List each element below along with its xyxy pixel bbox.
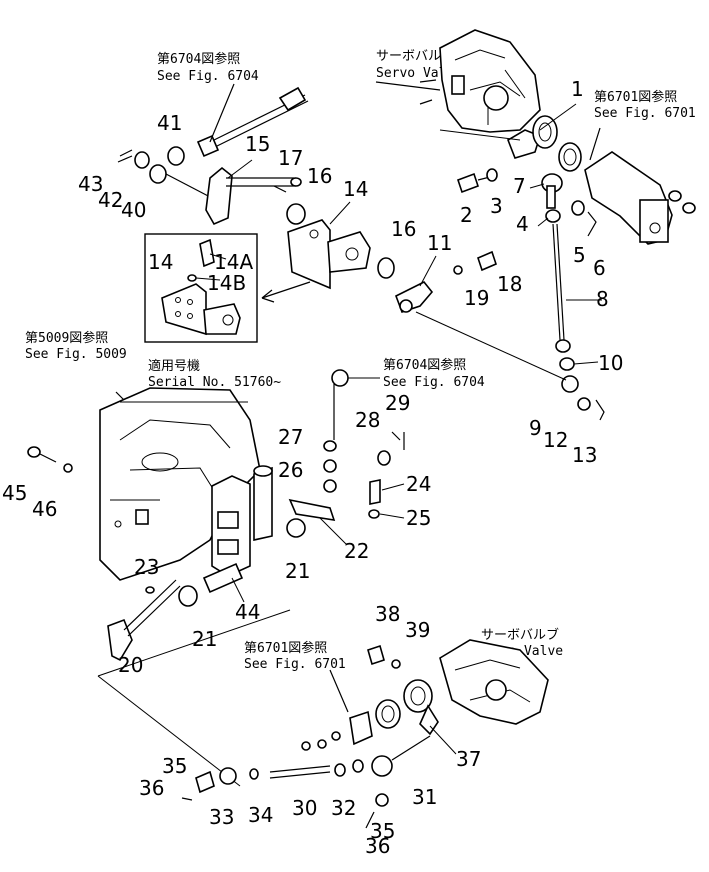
callout-21-right: 21 bbox=[285, 559, 310, 583]
callout-36-left: 36 bbox=[139, 776, 164, 800]
callout-40: 40 bbox=[121, 198, 146, 222]
callout-45: 45 bbox=[2, 481, 27, 505]
callout-6: 6 bbox=[593, 256, 606, 280]
ref-fig6704-top: 第6704図参照 See Fig. 6704 bbox=[157, 51, 259, 84]
callout-27: 27 bbox=[278, 425, 303, 449]
svg-text:第6701図参照: 第6701図参照 bbox=[244, 640, 327, 656]
svg-text:See Fig. 6704: See Fig. 6704 bbox=[383, 375, 485, 390]
svg-text:サーボバルブ: サーボバルブ bbox=[376, 48, 454, 64]
callout-17: 17 bbox=[278, 146, 303, 170]
inset-detail-box bbox=[144, 233, 311, 343]
lever-22-drawing bbox=[286, 369, 405, 538]
ref-serial-no: 適用号機 Serial No. 51760~ bbox=[148, 358, 281, 390]
bracket-right-drawing bbox=[584, 127, 696, 245]
callout-26: 26 bbox=[278, 458, 303, 482]
frame-5009-drawing bbox=[27, 387, 261, 581]
lever-15-drawing bbox=[205, 166, 306, 226]
callout-21-left: 21 bbox=[192, 627, 217, 651]
ref-fig6704-mid: 第6704図参照 See Fig. 6704 bbox=[383, 357, 485, 390]
svg-text:See Fig. 5009: See Fig. 5009 bbox=[25, 347, 127, 362]
callout-14-inset: 14 bbox=[148, 250, 173, 274]
callout-3: 3 bbox=[490, 194, 503, 218]
rod-30-drawing bbox=[181, 735, 431, 829]
callout-12: 12 bbox=[543, 428, 568, 452]
lever-plate-1-drawing bbox=[507, 115, 582, 172]
callout-41: 41 bbox=[157, 111, 182, 135]
leader-lines bbox=[120, 103, 602, 755]
svg-text:See Fig. 6701: See Fig. 6701 bbox=[244, 657, 346, 672]
ref-fig5009: 第5009図参照 See Fig. 5009 bbox=[25, 330, 127, 362]
callout-44: 44 bbox=[235, 600, 260, 624]
callout-18: 18 bbox=[497, 272, 522, 296]
callout-4: 4 bbox=[516, 212, 529, 236]
callout-36-right: 36 bbox=[365, 834, 390, 858]
ref-fig6701-right: 第6701図参照 See Fig. 6701 bbox=[594, 89, 696, 121]
callout-34: 34 bbox=[248, 803, 273, 827]
callout-43: 43 bbox=[78, 172, 103, 196]
callout-35-left: 35 bbox=[162, 754, 187, 778]
flange-37-drawing bbox=[301, 644, 439, 751]
bracket-14-drawing bbox=[287, 219, 371, 290]
servo-valve-bottom-drawing bbox=[439, 639, 549, 725]
callout-16-right: 16 bbox=[391, 217, 416, 241]
callout-9: 9 bbox=[529, 416, 542, 440]
callout-2: 2 bbox=[460, 203, 473, 227]
callout-11: 11 bbox=[427, 231, 452, 255]
callout-37: 37 bbox=[456, 747, 481, 771]
callout-28: 28 bbox=[355, 408, 380, 432]
svg-text:See Fig. 6704: See Fig. 6704 bbox=[157, 69, 259, 84]
callout-8: 8 bbox=[596, 287, 609, 311]
callout-15: 15 bbox=[245, 132, 270, 156]
callout-29: 29 bbox=[385, 391, 410, 415]
callout-35-right: 35 bbox=[370, 819, 395, 843]
rod-assembly-right-drawing bbox=[439, 129, 605, 421]
callout-20: 20 bbox=[118, 653, 143, 677]
callout-25: 25 bbox=[406, 506, 431, 530]
svg-text:適用号機: 適用号機 bbox=[148, 358, 200, 374]
ref-fig6701-bottom: 第6701図参照 See Fig. 6701 bbox=[244, 640, 346, 672]
callout-23: 23 bbox=[134, 555, 159, 579]
callout-39: 39 bbox=[405, 618, 430, 642]
callout-5: 5 bbox=[573, 243, 586, 267]
bracket-44-drawing bbox=[202, 465, 273, 594]
svg-text:第6704図参照: 第6704図参照 bbox=[383, 357, 466, 373]
callout-14: 14 bbox=[343, 177, 368, 201]
svg-text:サーボバルブ: サーボバルブ bbox=[481, 627, 559, 643]
top-rod-drawing bbox=[117, 83, 309, 199]
rod-20-drawing bbox=[97, 579, 291, 787]
callout-46: 46 bbox=[32, 497, 57, 521]
servo-valve-top-drawing bbox=[375, 29, 541, 133]
svg-text:第6704図参照: 第6704図参照 bbox=[157, 51, 240, 67]
callout-24: 24 bbox=[406, 472, 431, 496]
svg-text:第5009図参照: 第5009図参照 bbox=[25, 330, 108, 346]
callout-33: 33 bbox=[209, 805, 234, 829]
callout-14b: 14B bbox=[207, 271, 246, 295]
callout-19: 19 bbox=[464, 286, 489, 310]
callout-14a: 14A bbox=[214, 250, 253, 274]
callout-7: 7 bbox=[513, 174, 526, 198]
svg-text:Serial No. 51760~: Serial No. 51760~ bbox=[148, 375, 281, 390]
callout-16: 16 bbox=[307, 164, 332, 188]
callout-30: 30 bbox=[292, 796, 317, 820]
callout-38: 38 bbox=[375, 602, 400, 626]
callout-42: 42 bbox=[98, 188, 123, 212]
callout-13: 13 bbox=[572, 443, 597, 467]
lever-11-drawing bbox=[377, 250, 567, 381]
callout-numbers: 1 2 3 4 5 6 7 8 9 10 11 12 13 14 14 14A … bbox=[2, 77, 623, 858]
callout-10: 10 bbox=[598, 351, 623, 375]
svg-text:第6701図参照: 第6701図参照 bbox=[594, 89, 677, 105]
callout-32: 32 bbox=[331, 796, 356, 820]
callout-31: 31 bbox=[412, 785, 437, 809]
svg-text:See Fig. 6701: See Fig. 6701 bbox=[594, 106, 696, 121]
callout-22: 22 bbox=[344, 539, 369, 563]
callout-1: 1 bbox=[571, 77, 584, 101]
